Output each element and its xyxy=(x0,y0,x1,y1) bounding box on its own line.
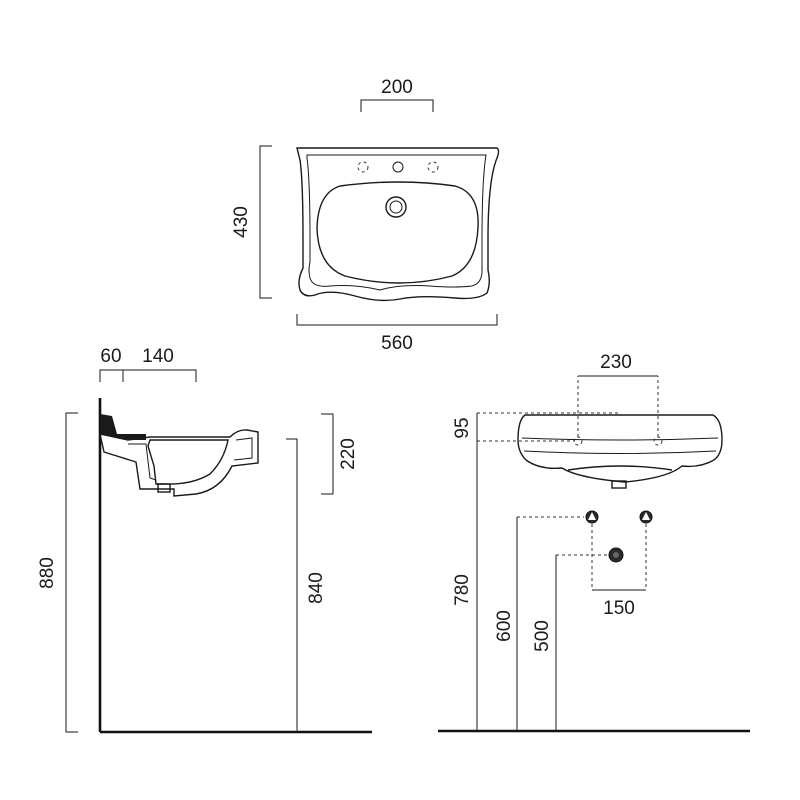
front-view-right-supply-mark xyxy=(642,512,650,520)
top-view-drain-outer xyxy=(385,196,407,218)
front-view-rim-line-lower xyxy=(523,450,717,454)
side-view-basin-inner xyxy=(147,439,229,485)
dim-top-width: 560 xyxy=(381,333,413,354)
dim-line-top-width xyxy=(296,314,498,326)
top-view: 200 430 560 xyxy=(231,77,500,354)
top-view-left-tap-hole xyxy=(357,161,369,173)
side-view: 60 140 880 840 220 xyxy=(37,346,372,734)
dim-side-rim-height: 840 xyxy=(306,572,327,604)
side-view-waste-outlet xyxy=(157,483,171,493)
side-view-basin-shell xyxy=(128,443,157,481)
dim-line-top-depth xyxy=(259,145,272,299)
dim-line-side-overhang xyxy=(99,369,197,382)
dim-line-side-basin-depth xyxy=(321,413,334,495)
dim-front-waste-height: 500 xyxy=(532,620,553,652)
front-view: 230 95 780 600 500 150 xyxy=(438,352,750,733)
dim-front-tap-spacing: 230 xyxy=(600,352,632,373)
dim-line-side-rim-height xyxy=(286,438,298,732)
dim-side-overhang: 140 xyxy=(142,346,174,367)
side-view-basin-outer xyxy=(99,429,259,497)
dim-front-supply-height: 600 xyxy=(494,610,515,642)
top-view-right-tap-hole xyxy=(427,161,439,173)
side-view-overflow xyxy=(233,437,253,461)
dim-front-supply-spacing: 150 xyxy=(603,598,635,619)
dim-front-tap-height: 780 xyxy=(452,574,473,606)
top-view-bowl xyxy=(316,181,479,284)
top-view-drain-inner xyxy=(389,200,403,214)
side-view-backsplash xyxy=(100,414,146,440)
front-view-left-supply-mark xyxy=(588,512,596,520)
front-view-left-tap-hole xyxy=(573,436,583,446)
top-view-center-tap-hole xyxy=(392,161,404,173)
front-view-right-tap-hole xyxy=(653,436,663,446)
top-view-basin-outline xyxy=(296,147,500,302)
front-view-rim-line xyxy=(521,437,719,441)
front-view-bowl-base xyxy=(567,465,673,471)
dim-side-total-height: 880 xyxy=(37,557,58,589)
dim-line-side-total-height xyxy=(65,412,78,733)
dim-side-basin-depth: 220 xyxy=(338,438,359,470)
dim-side-wall-offset: 60 xyxy=(100,346,121,367)
front-view-waste-outlet xyxy=(611,480,627,489)
front-view-basin-outer xyxy=(517,414,723,483)
front-view-waste-pipe-center xyxy=(613,552,619,558)
dim-line-top-tap-spacing xyxy=(360,99,434,112)
dim-front-rim-offset: 95 xyxy=(452,417,473,438)
dim-top-tap-spacing: 200 xyxy=(381,77,413,98)
top-view-rim-inner xyxy=(306,154,487,291)
dim-top-depth: 430 xyxy=(231,206,252,238)
